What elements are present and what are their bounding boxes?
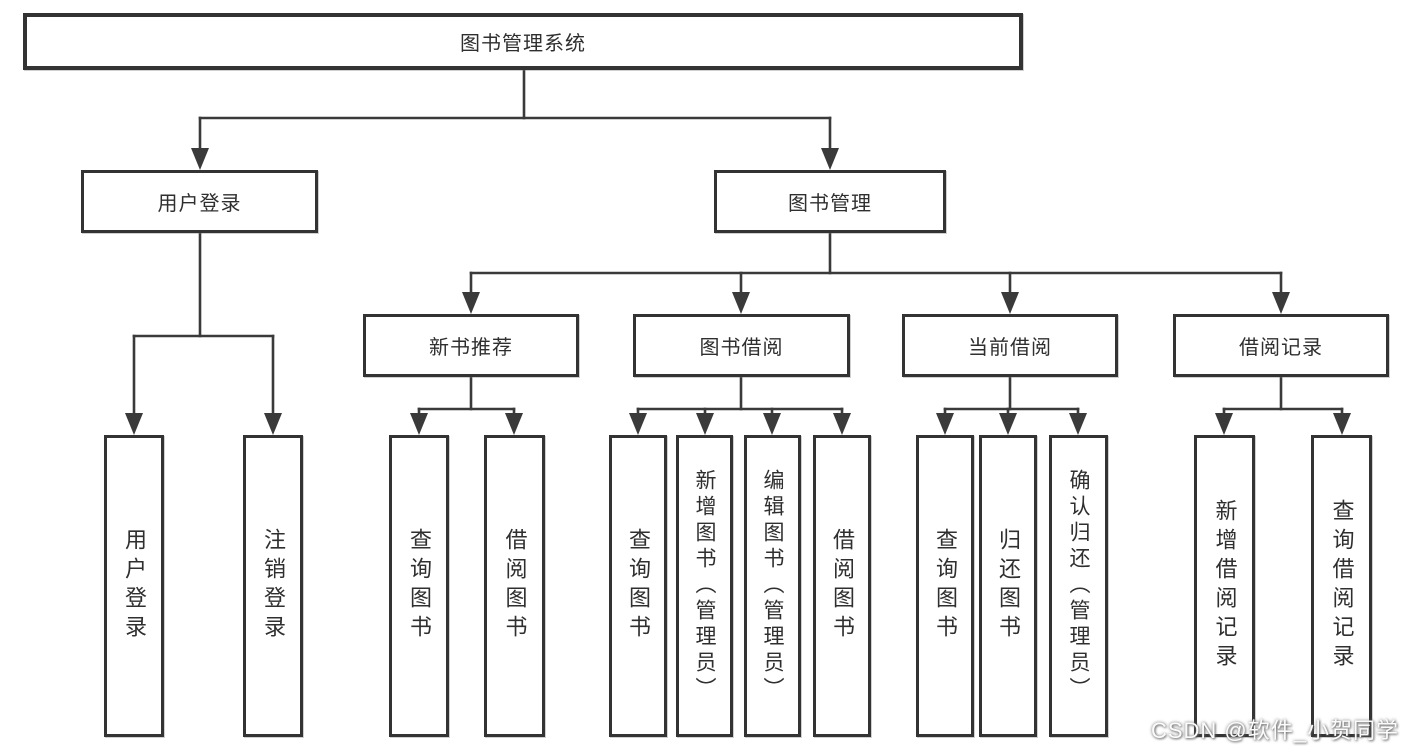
leaf-borrowing-edit-books-admin-label: 编辑图书（管理员）: [761, 469, 784, 703]
node-book-management-label: 图书管理: [788, 193, 872, 215]
leaf-borrowing-edit-books-admin: 编辑图书（管理员）: [744, 435, 801, 737]
leaf-current-query-books: 查询图书: [916, 435, 974, 737]
leaf-borrowing-query-books: 查询图书: [609, 435, 667, 737]
leaf-recommend-borrow-books-label: 借阅图书: [502, 528, 528, 644]
leaf-user-login-label: 用户登录: [122, 528, 147, 644]
leaf-borrowing-add-books-admin: 新增图书（管理员）: [676, 435, 733, 737]
node-current-borrowing: 当前借阅: [902, 314, 1118, 377]
leaf-records-query-record: 查询借阅记录: [1311, 435, 1372, 737]
leaf-recommend-borrow-books: 借阅图书: [484, 435, 545, 737]
leaf-logout-login-label: 注销登录: [261, 528, 286, 644]
node-user-login-label: 用户登录: [157, 193, 242, 215]
leaf-current-return-books-label: 归还图书: [996, 528, 1021, 644]
node-new-book-recommend: 新书推荐: [363, 314, 579, 377]
node-book-borrowing-label: 图书借阅: [699, 337, 784, 359]
leaf-borrowing-borrow-books: 借阅图书: [813, 435, 871, 737]
leaf-recommend-query-books-label: 查询图书: [407, 528, 432, 644]
csdn-watermark: CSDN @软件_小贺同学: [1150, 718, 1399, 743]
leaf-records-query-record-label: 查询借阅记录: [1329, 499, 1355, 673]
node-root-library-system: 图书管理系统: [23, 13, 1023, 70]
leaf-borrowing-add-books-admin-label: 新增图书（管理员）: [693, 469, 716, 703]
leaf-records-add-record: 新增借阅记录: [1194, 435, 1255, 737]
node-user-login: 用户登录: [81, 170, 318, 233]
node-borrowing-records-label: 借阅记录: [1239, 337, 1323, 359]
node-current-borrowing-label: 当前借阅: [968, 337, 1052, 359]
leaf-user-login: 用户登录: [104, 435, 164, 737]
leaf-logout-login: 注销登录: [243, 435, 303, 737]
node-book-management: 图书管理: [714, 170, 946, 233]
node-root-label: 图书管理系统: [460, 33, 586, 55]
leaf-current-query-books-label: 查询图书: [933, 528, 958, 644]
node-new-book-recommend-label: 新书推荐: [429, 337, 513, 359]
node-book-borrowing: 图书借阅: [633, 314, 850, 377]
leaf-borrowing-query-books-label: 查询图书: [626, 528, 651, 644]
leaf-current-return-books: 归还图书: [979, 435, 1037, 737]
leaf-current-confirm-return-admin-label: 确认归还（管理员）: [1067, 469, 1090, 703]
leaf-borrowing-borrow-books-label: 借阅图书: [830, 528, 855, 644]
node-borrowing-records: 借阅记录: [1173, 314, 1389, 377]
leaf-current-confirm-return-admin: 确认归还（管理员）: [1049, 435, 1108, 737]
leaf-recommend-query-books: 查询图书: [389, 435, 449, 737]
leaf-records-add-record-label: 新增借阅记录: [1212, 499, 1238, 673]
